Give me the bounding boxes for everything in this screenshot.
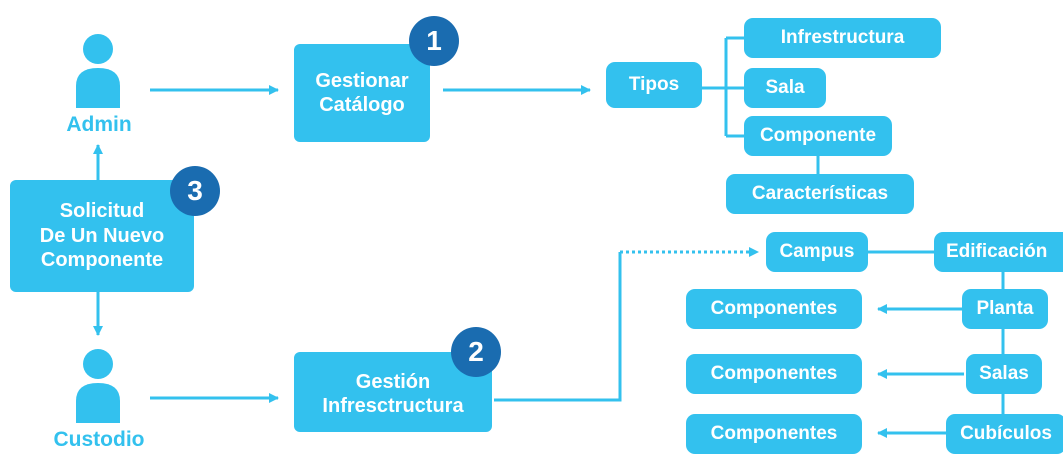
admin-person-icon [76,34,120,108]
componentes-box-planta: Componentes [686,289,862,329]
solicitud-box: Solicitud De Un Nuevo Componente [10,180,194,292]
edificacion-box: Edificación [934,232,1063,272]
salas-box: Salas [966,354,1042,394]
tipo-componente: Componente [744,116,892,156]
gestionar-catalogo-line1: Gestionar [315,69,409,92]
solicitud-line3: Componente [40,249,164,272]
step-1-badge: 1 [409,16,459,66]
componentes-box-salas: Componentes [686,354,862,394]
step-3-badge: 3 [170,166,220,216]
cubiculos-box: Cubículos [946,414,1063,454]
tipo-infrestructura: Infrestructura [744,18,941,58]
componentes-box-cubiculos: Componentes [686,414,862,454]
campus-box: Campus [766,232,868,272]
gestion-infraestructura-line1: Gestión [355,370,431,393]
solicitud-line1: Solicitud [59,200,145,223]
tipos-box: Tipos [606,62,702,108]
solicitud-line2: De Un Nuevo [39,224,165,247]
step-2-badge: 2 [451,327,501,377]
admin-label: Admin [66,113,132,136]
gestionar-catalogo-line2: Catálogo [319,94,405,116]
gestion-infraestructura-line2: Infresctructura [322,395,464,417]
custodio-label: Custodio [53,428,145,451]
planta-box: Planta [962,289,1048,329]
custodio-person-icon [76,349,120,423]
connector-infra-to-campus [494,252,622,402]
gestionar-catalogo-box: Gestionar Catálogo [294,44,430,142]
caracteristicas-box: Características [726,174,914,214]
tipo-sala: Sala [744,68,826,108]
